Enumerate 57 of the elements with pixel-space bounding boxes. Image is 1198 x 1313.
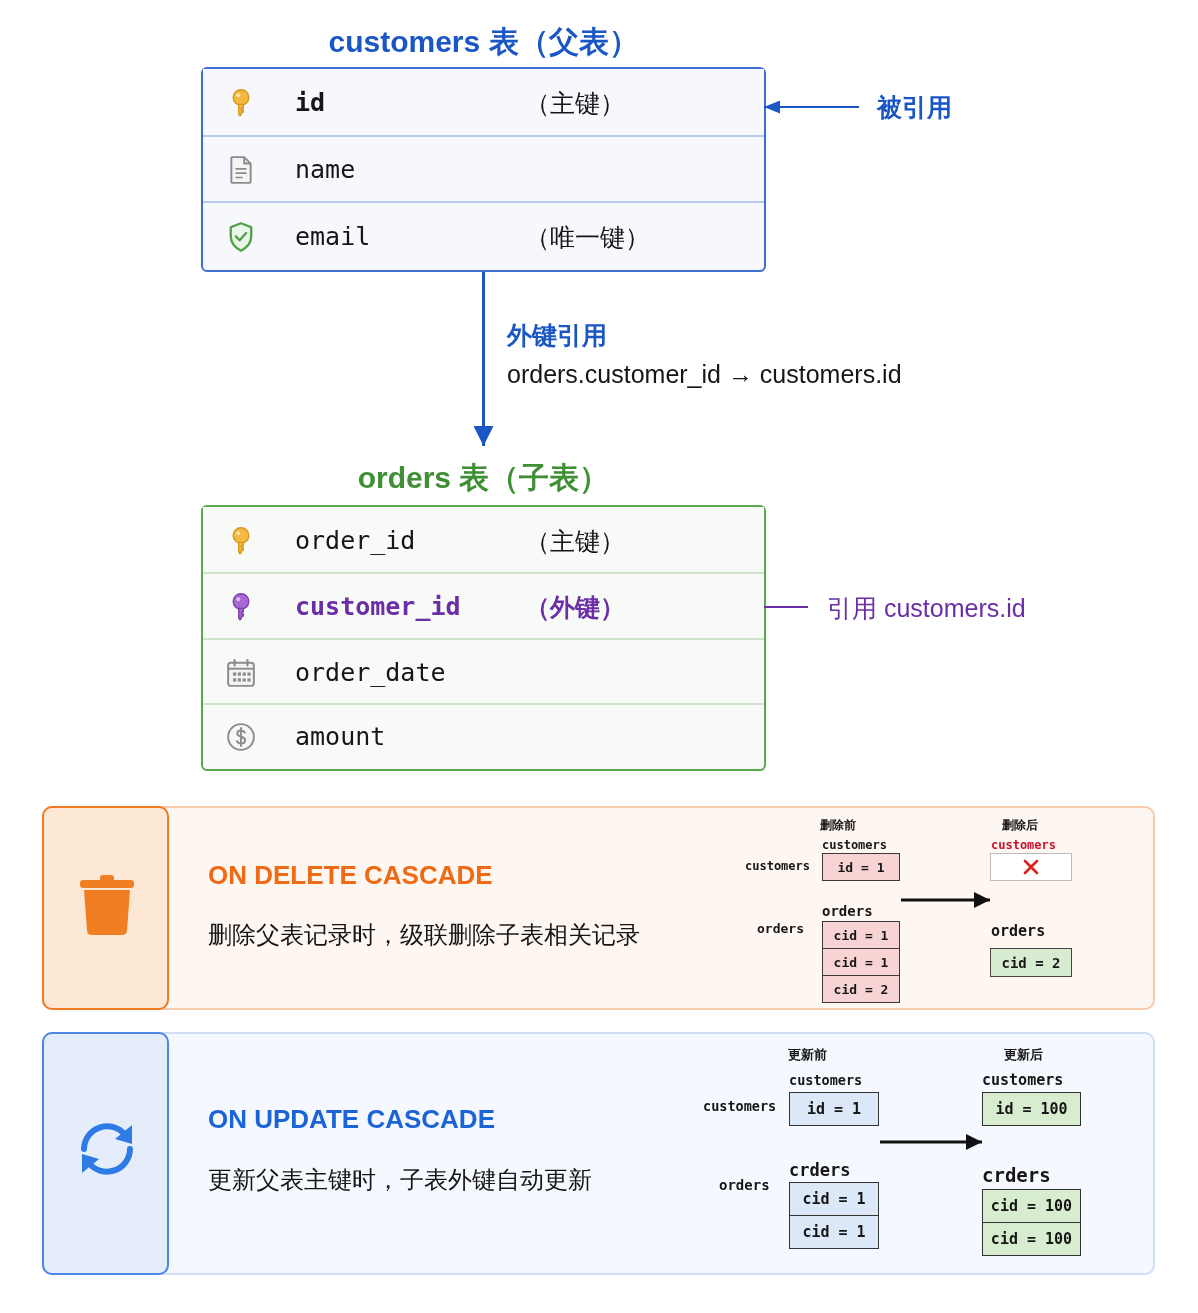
table-name: crders <box>982 1163 1051 1187</box>
table-row <box>203 507 764 574</box>
arrow <box>880 1134 982 1150</box>
cascade-panel <box>42 806 1155 1010</box>
state-heading: 删除后 <box>1002 817 1038 833</box>
table-name: customers <box>789 1071 863 1089</box>
table-name: customers <box>982 1071 1064 1089</box>
table-name: orders <box>991 922 1046 940</box>
key-annotation: （外键） <box>525 592 625 622</box>
connector-line <box>763 606 809 608</box>
row-label: customers <box>745 858 811 874</box>
table-row <box>203 69 764 137</box>
field-name: amount <box>295 722 386 752</box>
record-cell: cid = 100 <box>982 1222 1081 1256</box>
record-cell: cid = 1 <box>822 921 900 949</box>
reference-label: 被引用 <box>877 92 952 122</box>
table-name: crders <box>789 1159 851 1181</box>
key-annotation: （主键） <box>525 88 625 118</box>
empty-record-cell <box>990 853 1072 881</box>
cascade-panel <box>42 1032 1155 1275</box>
row-label: customers <box>703 1097 777 1115</box>
panel-description: 更新父表主键时，子表外键自动更新 <box>208 1165 592 1195</box>
row-label: orders <box>719 1176 770 1194</box>
arrow <box>473 272 494 446</box>
field-name: customer_id <box>295 592 461 622</box>
table-name: customers <box>991 837 1057 853</box>
table-title: customers 表（父表） <box>328 23 639 60</box>
record-cell: cid = 2 <box>822 975 900 1003</box>
field-name: order_id <box>295 525 416 556</box>
row-label: orders <box>757 921 804 937</box>
record-cell: id = 1 <box>789 1092 879 1126</box>
record-cell: cid = 1 <box>822 948 900 976</box>
edge-label: 外键引用 orders.customer_id → customers.id <box>507 320 902 390</box>
record-cell: cid = 2 <box>990 948 1072 977</box>
field-name: order_date <box>295 657 446 688</box>
field-name: name <box>295 155 356 185</box>
reference-label: 引用 customers.id <box>827 593 1026 623</box>
state-heading: 更新后 <box>1004 1047 1043 1063</box>
panel-description: 删除父表记录时，级联删除子表相关记录 <box>208 920 640 950</box>
table-name: orders <box>822 902 873 920</box>
arrow <box>763 100 860 114</box>
field-name: id <box>295 88 326 118</box>
key-annotation: （唯一键） <box>525 221 650 252</box>
record-cell: id = 1 <box>822 853 900 881</box>
panel-title: ON DELETE CASCADE <box>208 860 493 892</box>
arrow <box>901 892 990 908</box>
field-name: email <box>295 221 371 252</box>
state-heading: 更新前 <box>788 1047 827 1063</box>
record-cell: id = 100 <box>982 1092 1081 1126</box>
record-cell: cid = 1 <box>789 1215 879 1249</box>
table-title: orders 表（子表） <box>357 459 610 496</box>
record-cell: cid = 1 <box>789 1182 879 1216</box>
key-annotation: （主键） <box>525 525 625 556</box>
table-name: customers <box>822 837 888 853</box>
record-cell: cid = 100 <box>982 1189 1081 1223</box>
state-heading: 删除前 <box>820 817 856 833</box>
panel-title: ON UPDATE CASCADE <box>208 1104 495 1136</box>
